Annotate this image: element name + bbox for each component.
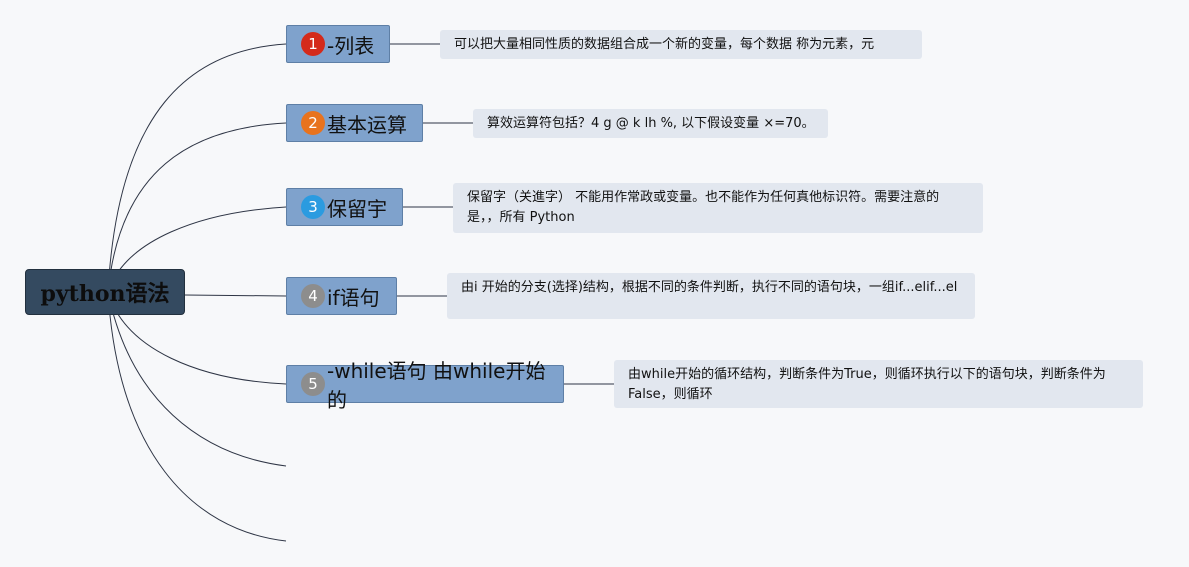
- number-badge-icon: 4: [301, 284, 325, 308]
- branch-node-list[interactable]: 1 -列表: [286, 25, 390, 63]
- branch-label: -列表: [327, 33, 375, 58]
- branch-label: 基本运算: [327, 112, 407, 137]
- note-text: 保留字（关進字） 不能用作常政或变量。也不能作为任何真他标识符。需要注意的是，，…: [467, 190, 940, 225]
- root-label: python语法: [40, 281, 170, 307]
- number-badge-icon: 2: [301, 111, 325, 135]
- note-if-statement[interactable]: 由i 开始的分支(选择)结构，根据不同的条件判断，执行不同的语句块，一组if..…: [447, 273, 975, 319]
- branch-node-if-statement[interactable]: 4 if语句: [286, 277, 397, 315]
- branch-node-while-statement[interactable]: 5 -while语句 由while开始的: [286, 359, 564, 412]
- branch-node-reserved-words[interactable]: 3 保留宇: [286, 188, 403, 226]
- note-text: 算效运算符包括？4 g @ k lh %, 以下假设变量 ×=70。: [487, 116, 815, 131]
- note-while-statement[interactable]: 由while开始的循环结构，判断条件为True，则循环执行以下的语句块，判断条件…: [614, 360, 1143, 408]
- note-list[interactable]: 可以把大量相同性质的数据组合成一个新的变量，每个数据 称为元素，元: [440, 30, 922, 59]
- note-reserved-words[interactable]: 保留字（关進字） 不能用作常政或变量。也不能作为任何真他标识符。需要注意的是，，…: [453, 183, 983, 233]
- note-text: 由i 开始的分支(选择)结构，根据不同的条件判断，执行不同的语句块，一组if..…: [461, 280, 958, 295]
- connector-root-empty-2: [107, 291, 287, 542]
- connector-root-branch-4: [184, 294, 287, 297]
- connector-root-branch-1: [107, 43, 287, 293]
- branch-label: 保留宇: [327, 196, 387, 221]
- number-badge-icon: 5: [301, 372, 325, 396]
- note-text: 由while开始的循环结构，判断条件为True，则循环执行以下的语句块，判断条件…: [628, 367, 1106, 402]
- branch-label: if语句: [327, 285, 380, 310]
- branch-label: -while语句 由while开始的: [327, 359, 546, 412]
- branch-node-basic-operations[interactable]: 2 基本运算: [286, 104, 423, 142]
- number-badge-icon: 3: [301, 195, 325, 219]
- note-text: 可以把大量相同性质的数据组合成一个新的变量，每个数据 称为元素，元: [454, 37, 875, 52]
- root-node[interactable]: python语法: [25, 269, 185, 315]
- note-basic-operations[interactable]: 算效运算符包括？4 g @ k lh %, 以下假设变量 ×=70。: [473, 109, 828, 138]
- connector-root-branch-2: [107, 122, 287, 293]
- connector-root-empty-1: [107, 291, 287, 467]
- number-badge-icon: 1: [301, 32, 325, 56]
